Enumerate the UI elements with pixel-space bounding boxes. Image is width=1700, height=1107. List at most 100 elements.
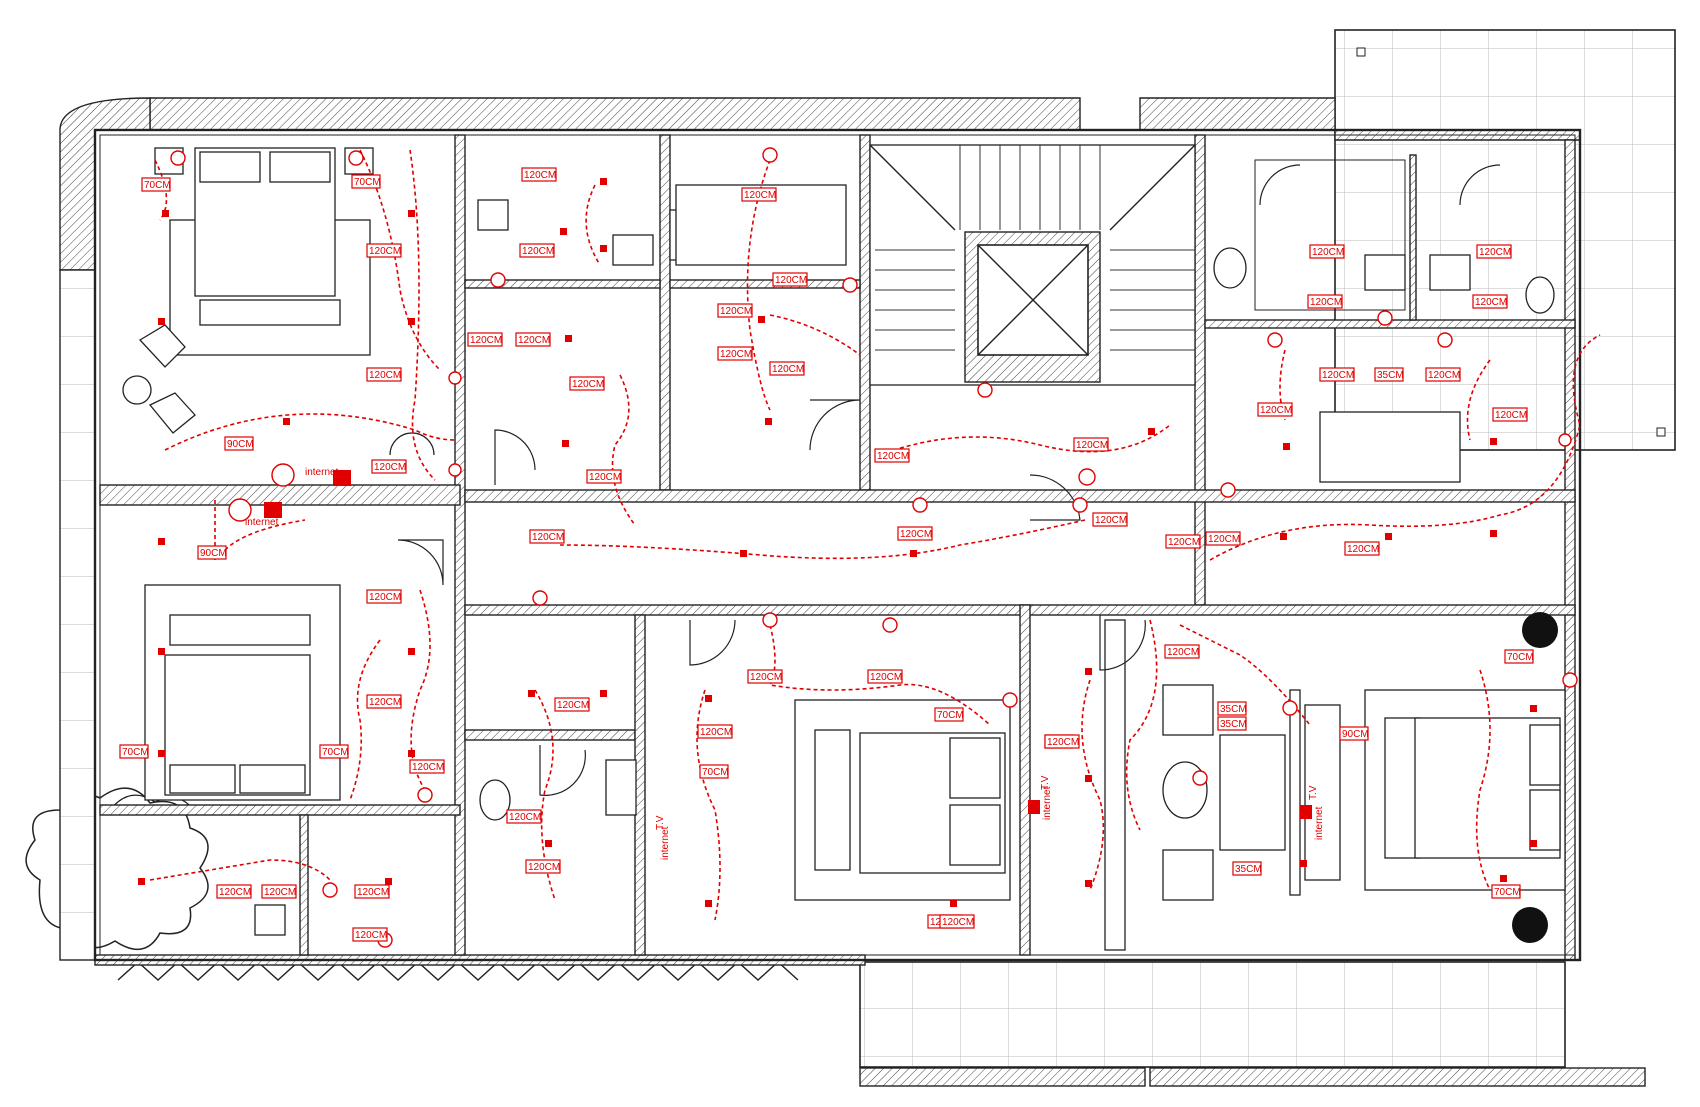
- height-tag-text: 120CM: [532, 532, 564, 543]
- height-tag-text: 120CM: [412, 762, 444, 773]
- height-tag-text: 90CM: [227, 439, 254, 450]
- height-tag-text: 120CM: [720, 349, 752, 360]
- height-tag-box: [1217, 701, 1247, 716]
- height-tag: 70CM: [699, 764, 729, 779]
- height-tag-box: [119, 744, 149, 759]
- height-tag: 120CM: [1319, 367, 1355, 382]
- height-tag-text: 120CM: [518, 335, 550, 346]
- height-tag-box: [515, 332, 551, 347]
- height-tag-text: 120CM: [1208, 534, 1240, 545]
- height-tag-text: 35CM: [1220, 704, 1247, 715]
- height-tag: 120CM: [1044, 734, 1080, 749]
- height-tag-text: 120CM: [369, 370, 401, 381]
- height-tag-box: [1044, 734, 1080, 749]
- bed-bottom-right: [1364, 689, 1566, 891]
- height-tag-box: [1374, 367, 1404, 382]
- height-tag-text: 120CM: [1495, 410, 1527, 421]
- height-tag: 70CM: [351, 174, 381, 189]
- height-tag: 120CM: [1425, 367, 1461, 382]
- height-tag-text: 120CM: [1312, 247, 1344, 258]
- height-tag-text: 120CM: [557, 700, 589, 711]
- label-internet-bath: internet: [660, 826, 671, 860]
- height-tag-box: [1073, 437, 1109, 452]
- height-tag-box: [554, 697, 590, 712]
- height-tag-box: [1164, 644, 1200, 659]
- height-tag-box: [521, 167, 557, 182]
- height-tag-text: 120CM: [775, 275, 807, 286]
- rooftop-terrace-tiles: [1334, 29, 1676, 451]
- height-tag: 120CM: [506, 809, 542, 824]
- plants: [1512, 612, 1558, 943]
- height-tag: 120CM: [1476, 244, 1512, 259]
- height-tag: 120CM: [366, 694, 402, 709]
- height-tag: 120CM: [525, 859, 561, 874]
- outer-walls: [59, 97, 1582, 966]
- height-tag-text: 120CM: [1322, 370, 1354, 381]
- height-tag-box: [1307, 294, 1343, 309]
- height-tag-box: [1165, 534, 1201, 549]
- height-tag: 120CM: [1309, 244, 1345, 259]
- height-tag: 35CM: [1374, 367, 1404, 382]
- height-tag-text: 120CM: [1168, 537, 1200, 548]
- height-tag-box: [934, 707, 964, 722]
- height-tag-box: [874, 448, 910, 463]
- height-tag: 120CM: [569, 376, 605, 391]
- height-tag-text: 120CM: [1095, 515, 1127, 526]
- height-tag-text: 120CM: [522, 246, 554, 257]
- height-tag-box: [772, 272, 808, 287]
- height-tag-box: [319, 744, 349, 759]
- height-tag: 70CM: [934, 707, 964, 722]
- height-tag-box: [1339, 726, 1369, 741]
- height-tag-box: [717, 303, 753, 318]
- height-tag: 90CM: [224, 436, 254, 451]
- balcony-tiles: [859, 961, 1646, 1087]
- height-tag-text: 70CM: [322, 747, 349, 758]
- height-tag-box: [354, 884, 390, 899]
- height-tag-box: [699, 764, 729, 779]
- height-tag-text: 90CM: [200, 548, 227, 559]
- height-tag: 120CM: [1205, 531, 1241, 546]
- height-tag-box: [351, 174, 381, 189]
- height-tag-box: [1504, 649, 1534, 664]
- height-tag-box: [519, 243, 555, 258]
- height-tag: 120CM: [697, 724, 733, 739]
- height-tag: 120CM: [467, 332, 503, 347]
- height-tag-box: [525, 859, 561, 874]
- height-tag-text: 120CM: [1347, 544, 1379, 555]
- label-tv-right: T.V: [1308, 785, 1319, 800]
- height-tag-box: [1472, 294, 1508, 309]
- height-tag-box: [352, 927, 388, 942]
- height-tag: 70CM: [119, 744, 149, 759]
- height-tag-text: 70CM: [1507, 652, 1534, 663]
- height-tag-box: [569, 376, 605, 391]
- height-tag: 120CM: [772, 272, 808, 287]
- height-tag-box: [371, 459, 407, 474]
- height-tag-text: 120CM: [355, 930, 387, 941]
- height-tag: 90CM: [1339, 726, 1369, 741]
- height-tag-text: 35CM: [1220, 719, 1247, 730]
- height-tag: 120CM: [1092, 512, 1128, 527]
- height-tag: 120CM: [409, 759, 445, 774]
- bed-left-middle: [144, 584, 341, 801]
- height-tag: 120CM: [519, 243, 555, 258]
- height-tag: 35CM: [1217, 716, 1247, 731]
- height-tag: 120CM: [1164, 644, 1200, 659]
- height-tag: 35CM: [1217, 701, 1247, 716]
- height-tag-box: [366, 694, 402, 709]
- height-tag: 120CM: [554, 697, 590, 712]
- height-tag-box: [366, 243, 402, 258]
- height-tag: 120CM: [1344, 541, 1380, 556]
- height-tag-text: 120CM: [528, 862, 560, 873]
- height-tag-text: 70CM: [937, 710, 964, 721]
- height-tag-box: [1257, 402, 1293, 417]
- height-tag: 120CM: [1257, 402, 1293, 417]
- height-tag-box: [897, 526, 933, 541]
- height-tag: 120CM: [769, 361, 805, 376]
- bathroom-fixtures: [254, 159, 1555, 951]
- height-tag-box: [197, 545, 227, 560]
- height-tag: 120CM: [1492, 407, 1528, 422]
- label-internet-top: internet: [305, 467, 339, 478]
- height-tag-text: 120CM: [750, 672, 782, 683]
- height-tag-text: 120CM: [720, 306, 752, 317]
- height-tag-box: [366, 367, 402, 382]
